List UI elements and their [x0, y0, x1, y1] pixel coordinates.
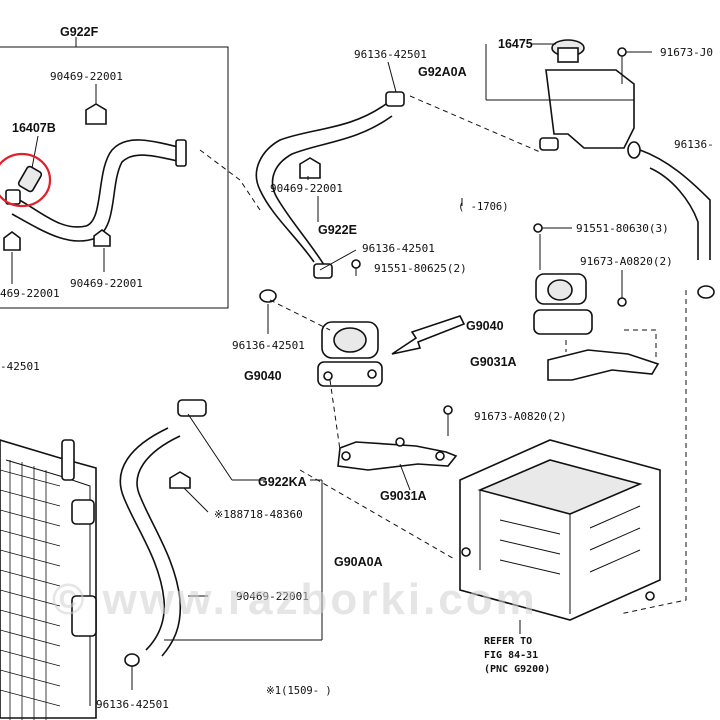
clamp-90469-top — [85, 84, 107, 125]
label-g9031a-right: G9031A — [470, 355, 517, 369]
label-16475: 16475 — [498, 37, 533, 51]
label-91551-80630: 91551-80630(3) — [576, 222, 669, 235]
bracket-g9031a-center — [337, 437, 458, 491]
label-91551-80625: 91551-80625(2) — [374, 262, 467, 275]
label-g9031a-center: G9031A — [380, 489, 427, 503]
group-frame-g922f — [0, 37, 229, 309]
label-96136-42501-b: 96136-42501 — [362, 242, 435, 255]
hose-g922f — [11, 139, 187, 242]
label-g90a0a: G90A0A — [334, 555, 383, 569]
clamp-90469-mid — [93, 229, 111, 272]
refer-to-line-1: REFER TO — [484, 636, 532, 647]
hose-right — [627, 141, 715, 299]
label-96136-42501-e: 96136-42501 — [96, 698, 169, 711]
label-91673-j0: 91673-J0 — [660, 46, 713, 59]
bolt-91551-80625 — [351, 259, 361, 276]
label-g9040-center: G9040 — [244, 369, 282, 383]
highlight-circle — [0, 152, 52, 208]
bracket-g9031a-right — [547, 329, 660, 381]
dashed-leaders — [199, 95, 687, 615]
footnote-1509: ※1(1509- ) — [266, 685, 332, 697]
bolt-91673-a0820-center — [443, 405, 453, 436]
label-g92a0a: G92A0A — [418, 65, 467, 79]
label-g9040-right: G9040 — [466, 319, 504, 333]
refer-to-line-3: (PNC G9200) — [484, 664, 550, 675]
label-90469-22001-e: 90469-22001 — [236, 590, 309, 603]
watermark: © www.razborki.com — [52, 575, 538, 624]
bolt-91673-j0 — [617, 47, 652, 84]
label-g922f: G922F — [60, 25, 99, 39]
water-pump-g9040-right — [533, 234, 623, 335]
bolt-91551-80630 — [533, 223, 572, 233]
bolt-91673-a0820-right — [617, 297, 627, 307]
label-90469-22001-b: 90469-22001 — [70, 277, 143, 290]
clamp-469-left — [3, 231, 21, 284]
hose-g922ka — [119, 399, 323, 690]
label-91673-a0820-b: 91673-A0820(2) — [474, 410, 567, 423]
hose-g922e — [255, 61, 405, 279]
pointer-arrow — [391, 315, 466, 355]
sensor-16407b — [5, 135, 43, 205]
label-469-22001: 469-22001 — [0, 287, 60, 300]
label-188718-48360: ※188718-48360 — [214, 508, 303, 521]
label-90469-22001-d: 90469-22001 — [270, 182, 343, 195]
radiator — [0, 439, 97, 720]
label-g922ka: G922KA — [258, 475, 307, 489]
label-96136-42501-c: 96136-42501 — [232, 339, 305, 352]
refer-to-line-2: FIG 84-31 — [484, 650, 538, 661]
label-g922e: G922E — [318, 223, 357, 237]
inverter-assembly — [459, 439, 661, 634]
label-16407b: 16407B — [12, 121, 56, 135]
clamp-96136-center — [259, 249, 357, 334]
label-96136-42501-a: 96136-42501 — [354, 48, 427, 61]
label-1706: ( -1706) — [458, 201, 509, 213]
reservoir-g92a0a — [485, 39, 635, 151]
label-42501-left: -42501 — [0, 360, 40, 373]
label-91673-a0820-a: 91673-A0820(2) — [580, 255, 673, 268]
water-pump-g9040-center — [317, 321, 383, 387]
label-96136-right: 96136- — [674, 138, 714, 151]
label-90469-22001-a: 90469-22001 — [50, 70, 123, 83]
